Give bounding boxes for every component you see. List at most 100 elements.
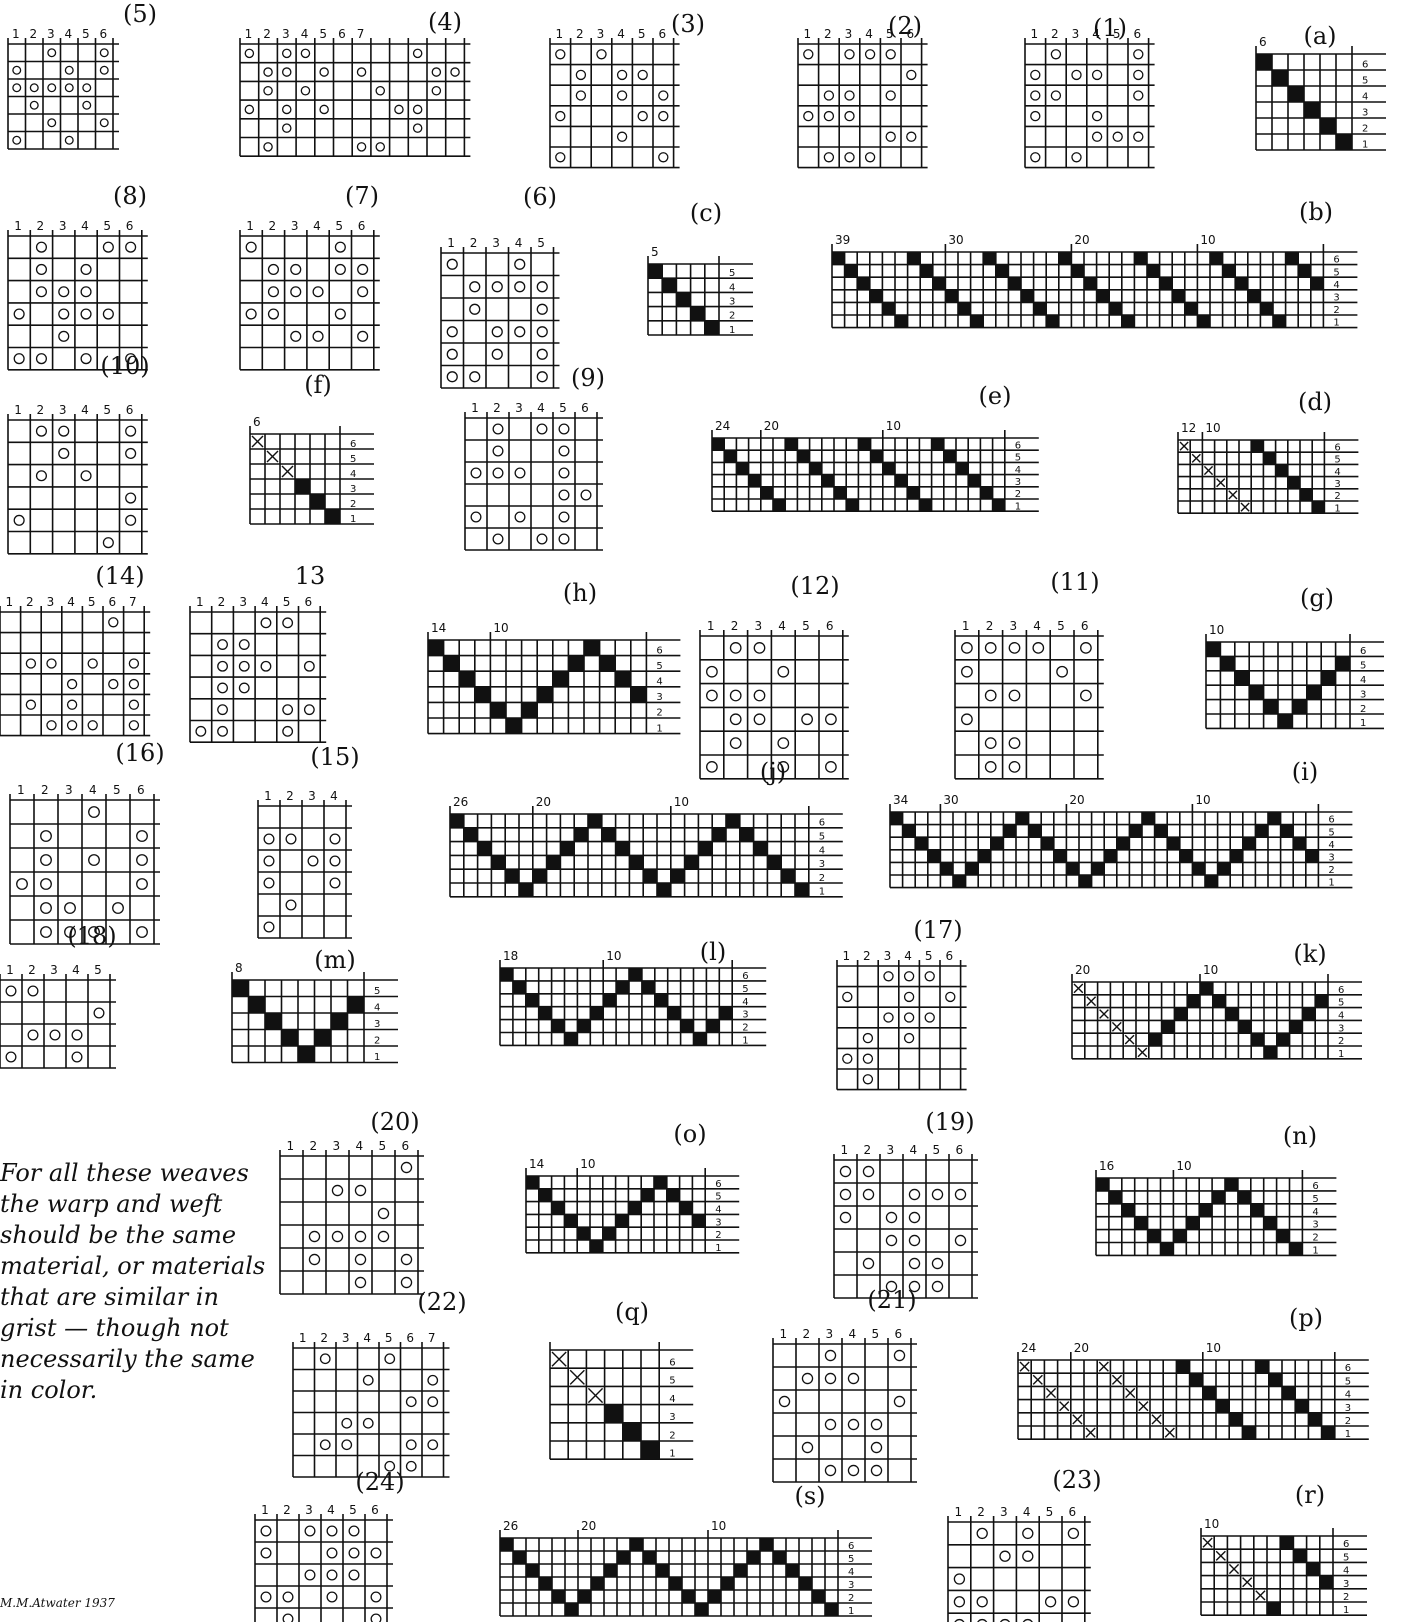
draft-filled-cell: [681, 1020, 694, 1033]
draft-filled-cell: [1293, 837, 1306, 850]
tieup-mark: [332, 1231, 342, 1241]
tieup-number: 3: [50, 963, 58, 977]
draft-filled-cell: [1276, 464, 1288, 476]
tieup-mark: [327, 1570, 337, 1580]
shaft-number: 6: [819, 818, 825, 829]
tieup-mark: [376, 143, 384, 151]
shaft-number: 1: [848, 1606, 854, 1617]
tieup-mark: [863, 1166, 873, 1176]
tieup-mark: [1134, 50, 1143, 59]
tieup-number: 2: [310, 1139, 318, 1153]
tieup-number: 5: [103, 219, 111, 233]
tieup-mark: [283, 124, 291, 132]
tieup-mark: [863, 1189, 873, 1199]
tieup-number: 4: [865, 27, 873, 41]
draft-filled-cell: [1238, 1191, 1251, 1204]
tieup-mark: [954, 1597, 964, 1607]
shaft-number: 1: [715, 1243, 721, 1254]
note-line: in color.: [0, 1375, 270, 1406]
tieup-number: 3: [65, 783, 73, 797]
draft-filled-cell: [1185, 302, 1198, 315]
draft-filled-cell: [978, 850, 991, 863]
draft-label: (12): [790, 572, 839, 600]
tieup-mark: [905, 972, 914, 981]
draft-filled-cell: [1021, 290, 1034, 303]
shaft-number: 3: [350, 484, 356, 495]
tieup-mark: [840, 1189, 850, 1199]
shaft-number: 2: [729, 311, 735, 322]
shaft-number: 5: [350, 454, 356, 465]
tieup-mark: [778, 738, 788, 748]
tieup-mark: [88, 721, 97, 730]
shaft-number: 1: [669, 1448, 675, 1459]
tieup-mark: [218, 705, 228, 715]
tieup-mark: [1068, 1597, 1078, 1607]
tieup-mark: [962, 643, 972, 653]
tieup-mark: [65, 66, 73, 74]
tieup-mark: [866, 50, 875, 59]
draft-filled-cell: [857, 277, 870, 290]
draft-filled-cell: [1180, 850, 1193, 863]
thread-count-label: 24: [1021, 1341, 1036, 1355]
shaft-number: 6: [1312, 1181, 1318, 1192]
draft-12: (10)123456: [8, 352, 150, 554]
draft-filled-cell: [348, 997, 365, 1014]
draft-filled-cell: [695, 1603, 708, 1616]
draft-filled-cell: [993, 499, 1005, 511]
draft-filled-cell: [747, 1551, 760, 1564]
tieup-number: 2: [286, 789, 294, 803]
draft-filled-cell: [1034, 302, 1047, 315]
draft-filled-cell: [1256, 1360, 1269, 1373]
shaft-number: 1: [729, 325, 735, 336]
tieup-number: 5: [1113, 27, 1121, 41]
thread-count-label: 6: [253, 415, 261, 429]
tieup-mark: [283, 618, 293, 628]
thread-count-label: 20: [1074, 233, 1089, 247]
tieup-mark: [863, 1258, 873, 1268]
tieup-mark: [246, 242, 256, 252]
shaft-number: 3: [1328, 853, 1334, 864]
shaft-number: 4: [1015, 465, 1021, 476]
tieup-number: 5: [872, 1327, 880, 1341]
tieup-mark: [261, 1592, 271, 1602]
draft-filled-cell: [1225, 1178, 1238, 1191]
draft-filled-cell: [983, 252, 996, 265]
draft-38: (21)123456: [773, 1286, 917, 1482]
shaft-number: 1: [1333, 318, 1339, 329]
draft-filled-cell: [1307, 685, 1321, 699]
tieup-mark: [349, 1548, 359, 1558]
tieup-number: 3: [515, 401, 523, 415]
tieup-mark: [68, 680, 77, 689]
tieup-mark: [1113, 132, 1122, 141]
tieup-number: 2: [863, 949, 871, 963]
shaft-number: 1: [819, 887, 825, 898]
tieup-mark: [37, 265, 47, 275]
draft-filled-cell: [603, 1227, 616, 1240]
tieup-mark: [13, 84, 21, 92]
thread-count-label: 26: [503, 1519, 518, 1533]
tieup-mark: [327, 1548, 337, 1558]
tieup-mark: [264, 68, 272, 76]
tieup-mark: [802, 1442, 812, 1452]
tieup-mark: [103, 538, 113, 548]
draft-filled-cell: [1321, 671, 1335, 685]
tieup-number: 2: [977, 1505, 985, 1519]
draft-filled-cell: [870, 290, 883, 303]
draft-filled-cell: [760, 1538, 773, 1551]
thread-count-label: 18: [503, 949, 518, 963]
tieup-mark: [65, 903, 76, 914]
tieup-mark: [515, 282, 525, 292]
draft-8: (7)123456: [240, 182, 380, 370]
tieup-mark: [955, 1189, 965, 1199]
draft-filled-cell: [1216, 1400, 1229, 1413]
tieup-mark: [492, 282, 502, 292]
draft-filled-cell: [591, 1577, 604, 1590]
tieup-number: 2: [28, 963, 36, 977]
tieup-mark: [14, 309, 24, 319]
tieup-mark: [37, 471, 47, 481]
tieup-mark: [113, 903, 124, 914]
tieup-mark: [291, 265, 301, 275]
tieup-mark: [283, 1614, 293, 1622]
draft-filled-cell: [724, 450, 736, 462]
